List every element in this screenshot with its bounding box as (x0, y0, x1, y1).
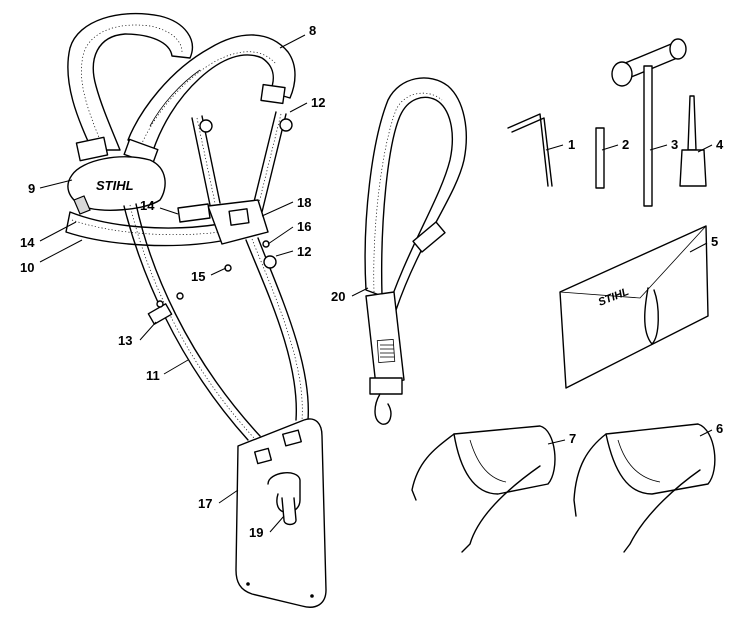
tools (507, 38, 707, 207)
callout-20: 20 (331, 289, 345, 304)
pin (595, 127, 605, 189)
callout-12-upper: 12 (311, 95, 325, 110)
single-shoulder-strap (364, 77, 467, 425)
callout-15: 15 (191, 269, 205, 284)
padded-shoulder-strap (123, 34, 296, 166)
callout-18: 18 (297, 195, 311, 210)
callout-13: 13 (118, 333, 132, 348)
hex-key (507, 113, 549, 187)
callout-5: 5 (711, 234, 718, 249)
callout-14-center: 14 (140, 198, 155, 213)
callout-11: 11 (146, 368, 160, 383)
hip-pad (235, 418, 327, 608)
callout-7: 7 (569, 431, 576, 446)
callout-2: 2 (622, 137, 629, 152)
chest-buckle (177, 199, 269, 245)
fasteners (156, 240, 277, 308)
combination-wrench (611, 38, 687, 207)
callout-3: 3 (671, 137, 678, 152)
screwdriver (679, 95, 707, 187)
callout-10: 10 (20, 260, 34, 275)
instruction-pouch: STIHL (559, 225, 709, 389)
callout-8: 8 (309, 23, 316, 38)
chest-straps (191, 111, 293, 213)
callout-6: 6 (716, 421, 723, 436)
full-harness: STIHL (65, 12, 327, 608)
callout-16: 16 (297, 219, 311, 234)
callout-9: 9 (28, 181, 35, 196)
callout-14-left: 14 (20, 235, 35, 250)
callout-17: 17 (198, 496, 212, 511)
callout-4: 4 (716, 137, 724, 152)
left-shoulder-strap (67, 12, 194, 162)
safety-glasses-6 (573, 423, 716, 553)
callout-labels: 1 2 3 4 5 6 7 8 9 10 11 12 12 13 14 14 1… (20, 23, 724, 540)
callout-19: 19 (249, 525, 263, 540)
safety-glasses-7 (411, 425, 556, 553)
leader-lines (39, 34, 713, 533)
callout-12-lower: 12 (297, 244, 311, 259)
stihl-logo: STIHL (96, 178, 134, 193)
callout-1: 1 (568, 137, 575, 152)
